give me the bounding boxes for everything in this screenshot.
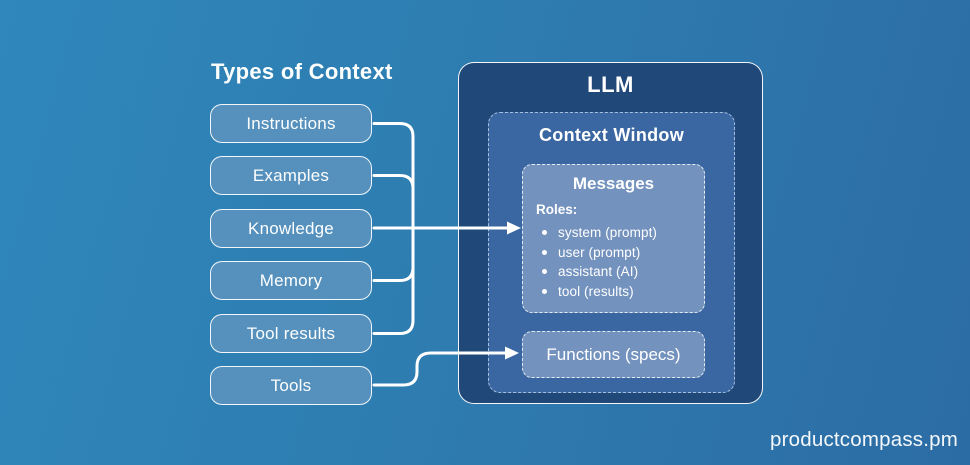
- connector-memory: [372, 226, 415, 282]
- context-type-box-examples: Examples: [210, 156, 372, 195]
- role-item-label: user (prompt): [558, 244, 641, 260]
- bullet-icon: [542, 288, 547, 294]
- role-item-label: assistant (AI): [558, 264, 639, 280]
- llm-container: LLM Context Window Messages Roles: syste…: [458, 62, 763, 404]
- brand-watermark: productcompass.pm: [770, 428, 958, 451]
- bullet-icon: [542, 230, 547, 236]
- messages-container: Messages Roles: system (prompt) user (pr…: [522, 164, 705, 313]
- context-type-box-tools: Tools: [210, 366, 372, 405]
- roles-label: Roles:: [536, 202, 578, 217]
- connector-examples: [372, 174, 415, 230]
- connector-tool-results: [372, 226, 415, 335]
- context-type-box-memory: Memory: [210, 261, 372, 300]
- context-type-box-tool-results: Tool results: [210, 314, 372, 353]
- role-item-tool: tool (results): [536, 282, 698, 302]
- context-window-container: Context Window Messages Roles: system (p…: [488, 112, 735, 393]
- messages-title: Messages: [572, 174, 655, 193]
- role-item-assistant: assistant (AI): [536, 262, 698, 282]
- role-item-user: user (prompt): [536, 243, 698, 263]
- connector-instructions: [372, 122, 415, 230]
- context-window-title: Context Window: [538, 125, 685, 145]
- context-type-box-knowledge: Knowledge: [210, 209, 372, 248]
- roles-list: system (prompt) user (prompt) assistant …: [536, 223, 698, 301]
- bullet-icon: [542, 249, 547, 255]
- bullet-icon: [542, 269, 547, 275]
- functions-specs-box: Functions (specs): [522, 331, 705, 378]
- role-item-system: system (prompt): [536, 223, 698, 243]
- diagram-title: Types of Context: [211, 59, 393, 84]
- role-item-label: tool (results): [558, 283, 634, 299]
- llm-title: LLM: [587, 72, 634, 97]
- role-item-label: system (prompt): [558, 225, 658, 241]
- context-type-box-instructions: Instructions: [210, 104, 372, 143]
